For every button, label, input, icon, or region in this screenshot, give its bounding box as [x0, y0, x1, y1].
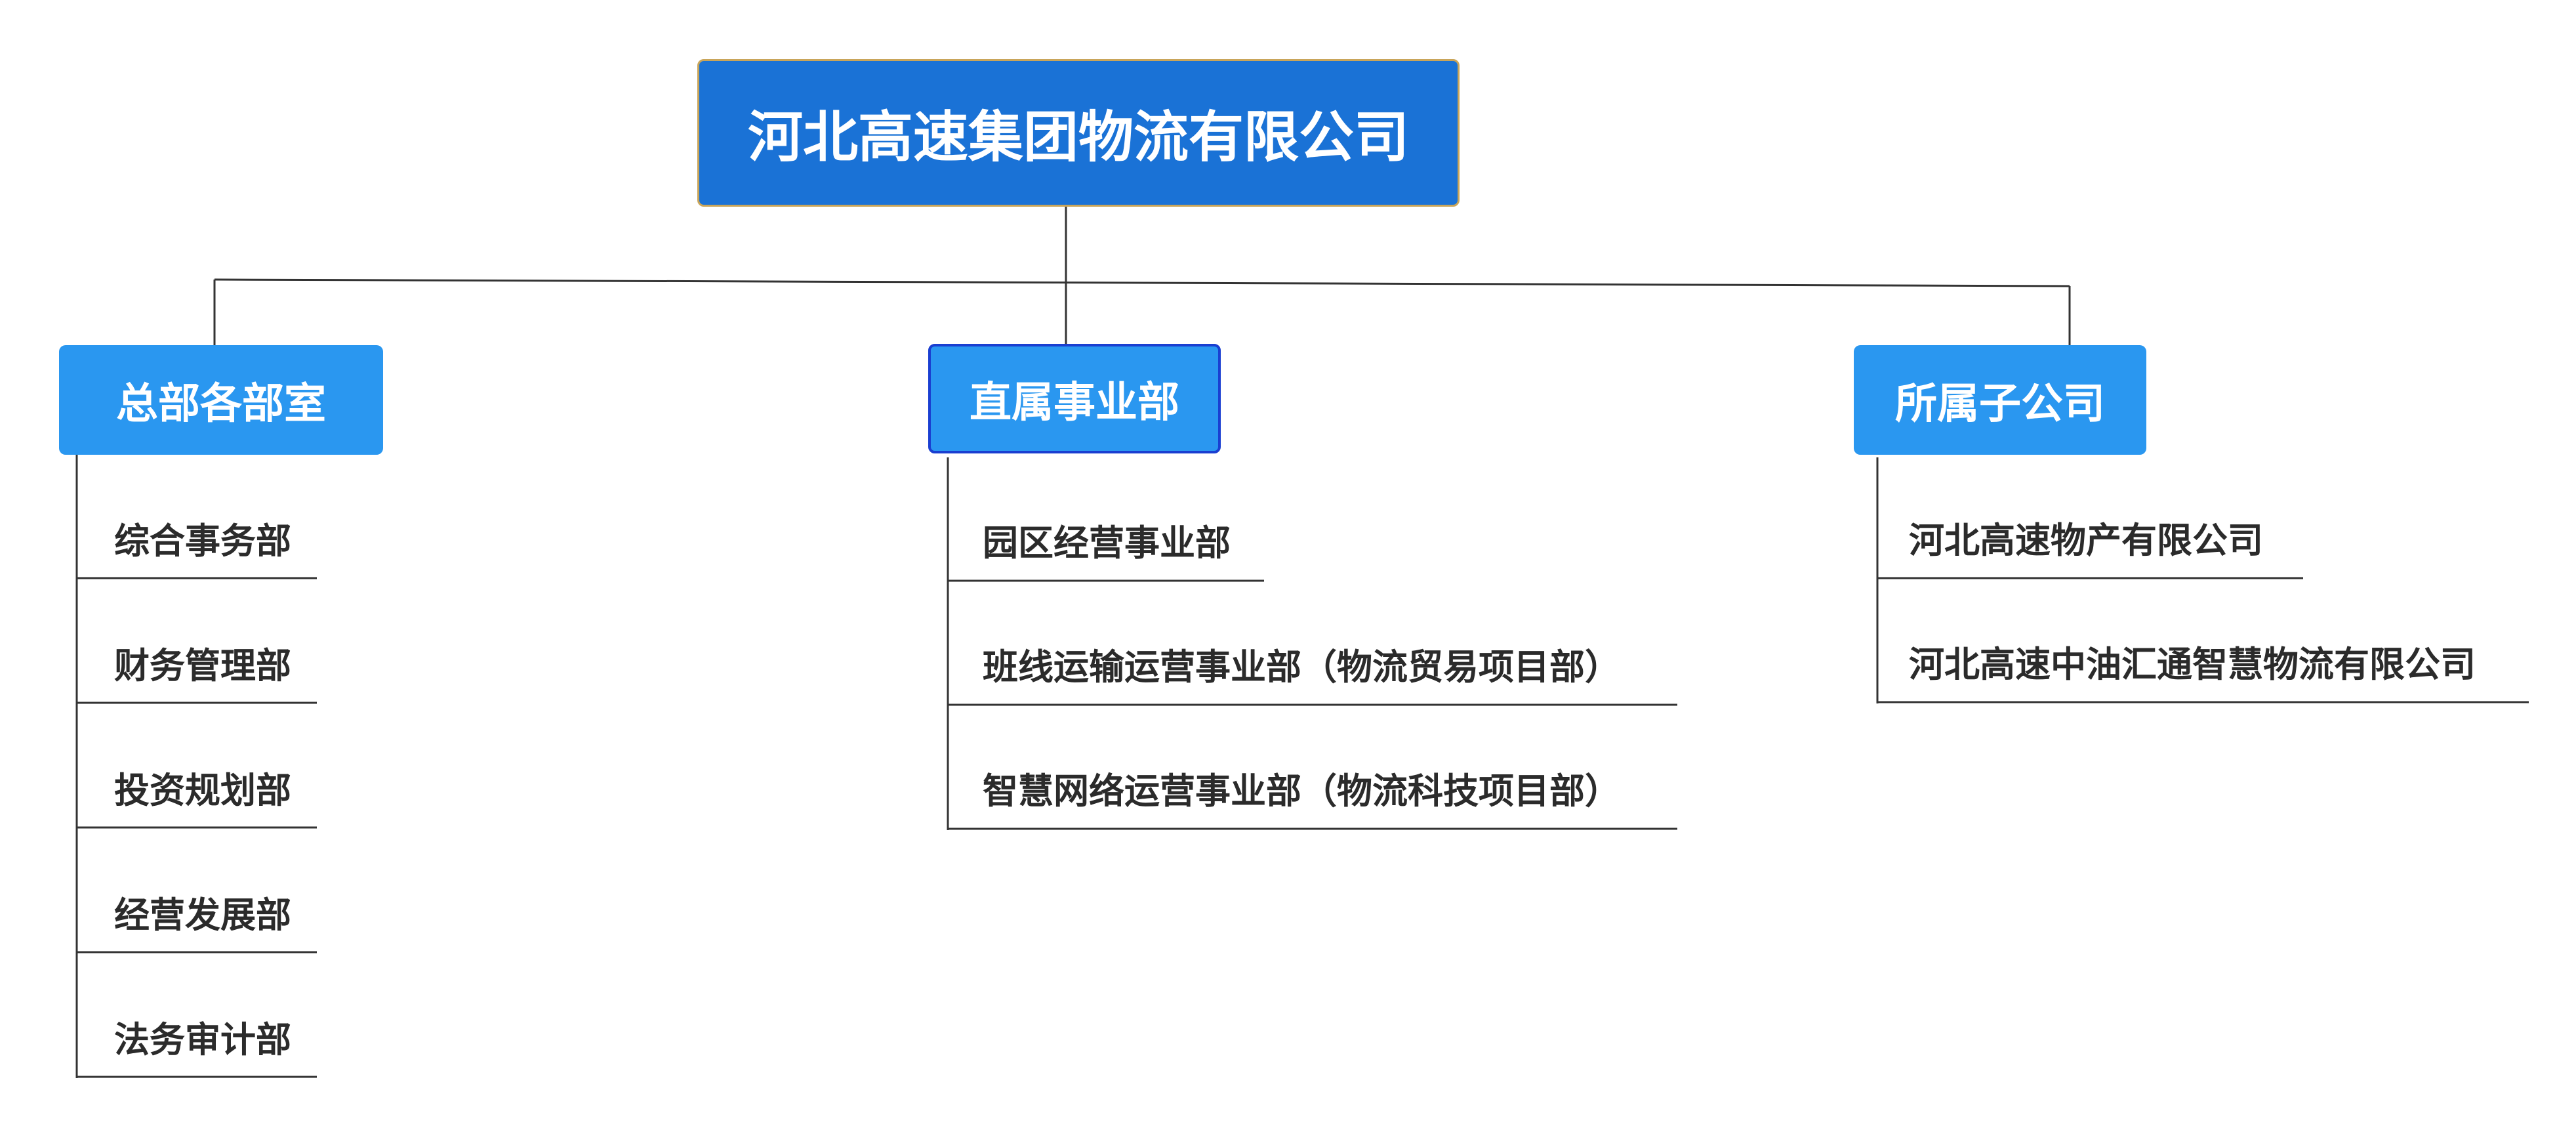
branch-node-label: 所属子公司 — [1895, 379, 2105, 429]
leaf-node[interactable]: 综合事务部 — [114, 520, 291, 562]
root-node[interactable]: 河北高速集团物流有限公司 — [697, 59, 1460, 207]
leaf-node[interactable]: 投资规划部 — [114, 770, 291, 811]
leaf-node[interactable]: 经营发展部 — [114, 894, 291, 936]
branch-node-direct-business-units[interactable]: 直属事业部 — [928, 344, 1221, 453]
branch-node-label: 总部各部室 — [116, 379, 326, 429]
leaf-node[interactable]: 智慧网络运营事业部（物流科技项目部） — [983, 770, 1620, 812]
branch-node-headquarters-departments[interactable]: 总部各部室 — [59, 345, 383, 455]
branch-node-subsidiaries[interactable]: 所属子公司 — [1854, 345, 2146, 455]
leaf-node[interactable]: 河北高速物产有限公司 — [1909, 520, 2263, 561]
connector-bus — [214, 278, 2070, 287]
leaf-node[interactable]: 园区经营事业部 — [983, 522, 1231, 564]
branch-node-label: 直属事业部 — [970, 378, 1179, 427]
leaf-node[interactable]: 班线运输运营事业部（物流贸易项目部） — [983, 646, 1620, 688]
root-node-label: 河北高速集团物流有限公司 — [747, 105, 1409, 169]
leaf-node[interactable]: 财务管理部 — [114, 645, 291, 686]
leaf-node[interactable]: 法务审计部 — [114, 1019, 291, 1060]
leaf-node[interactable]: 河北高速中油汇通智慧物流有限公司 — [1909, 644, 2476, 685]
